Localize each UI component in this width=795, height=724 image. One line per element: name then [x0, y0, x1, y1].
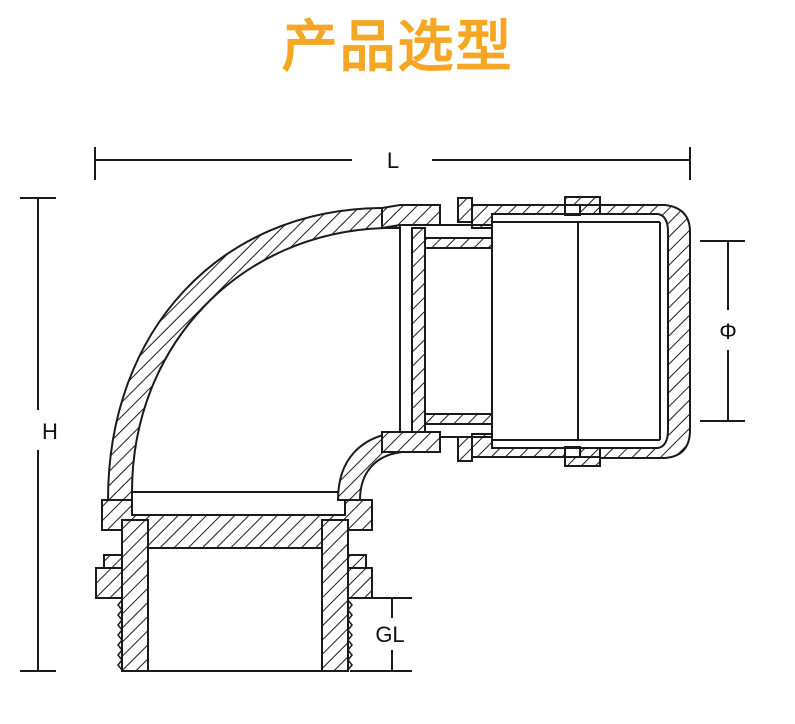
diameter-label: Φ — [719, 319, 737, 344]
dimension-height — [20, 197, 56, 672]
length-label: L — [387, 148, 399, 173]
height-label: H — [42, 419, 58, 444]
thread-length-label: GL — [375, 622, 404, 647]
page-title: 产品选型 — [281, 15, 514, 80]
elbow-body — [101, 207, 411, 549]
socket-end — [381, 196, 691, 467]
dimension-length — [94, 147, 691, 180]
threaded-end — [95, 519, 373, 672]
dimension-diameter — [700, 240, 745, 422]
